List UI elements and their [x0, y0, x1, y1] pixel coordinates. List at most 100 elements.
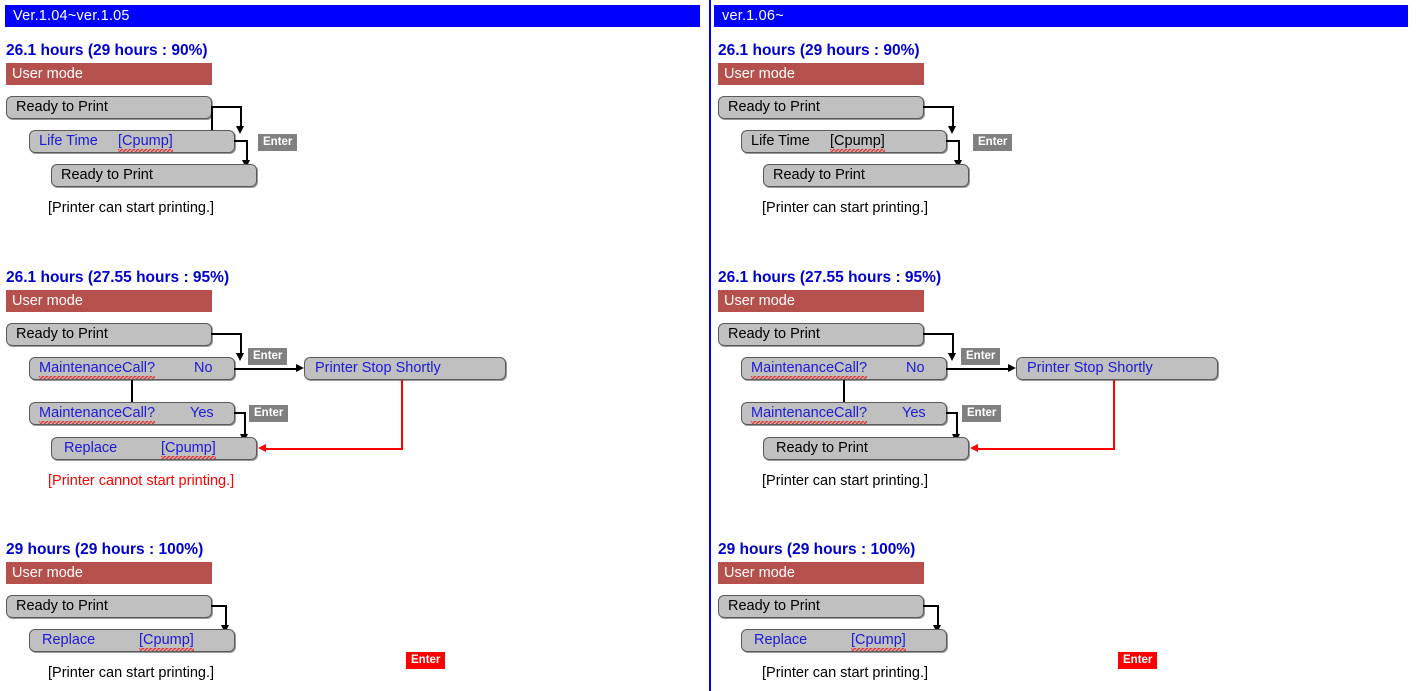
lcd-box-maintenance-call-yes[interactable]: MaintenanceCall? Yes [741, 402, 947, 426]
lcd-box-ready-to-print[interactable]: Ready to Print [6, 96, 212, 119]
lcd-box-life-time[interactable]: Life Time [Cpump] [741, 130, 947, 154]
lcd-label: Ready to Print [773, 167, 865, 183]
panel-version-1-06-onward: ver.1.06~ 26.1 hours (29 hours : 90%) Us… [709, 0, 1418, 691]
lcd-box-ready-to-print[interactable]: Ready to Print [718, 96, 924, 119]
connector-h [211, 106, 241, 108]
lcd-box-printer-stop-shortly[interactable]: Printer Stop Shortly [1016, 357, 1218, 380]
connector-v [952, 106, 954, 128]
connector-v [240, 106, 242, 128]
lcd-box-ready-to-print[interactable]: Ready to Print [718, 595, 924, 618]
connector-v [244, 412, 246, 436]
hours-label: 29 hours (29 hours : 100%) [6, 541, 204, 558]
lcd-box-replace-cpump[interactable]: Replace [Cpump] [741, 629, 947, 653]
arrow-down-icon [948, 353, 956, 361]
lcd-box-ready-to-print[interactable]: Ready to Print [763, 164, 969, 187]
lcd-box-life-time[interactable]: Life Time [Cpump] [29, 130, 235, 154]
connector-v [225, 605, 227, 627]
hours-label: 26.1 hours (27.55 hours : 95%) [6, 269, 230, 286]
arrow-right-icon [296, 364, 304, 372]
lcd-label: Replace [754, 632, 808, 648]
hours-label: 26.1 hours (29 hours : 90%) [6, 42, 208, 59]
lcd-box-ready-to-print[interactable]: Ready to Print [6, 323, 212, 346]
enter-badge: Enter [248, 348, 288, 365]
lcd-label: Ready to Print [61, 167, 153, 183]
lcd-box-replace-cpump[interactable]: Replace [Cpump] [51, 437, 257, 461]
enter-badge-red: Enter [406, 652, 446, 669]
lcd-box-maintenance-call-no[interactable]: MaintenanceCall? No [741, 357, 947, 381]
connector-h [946, 140, 960, 142]
lcd-label: Ready to Print [16, 99, 108, 115]
connector-h [211, 605, 227, 607]
scenario-caption: [Printer can start printing.] [762, 665, 929, 681]
lcd-label: Replace [42, 632, 96, 648]
lcd-label: Life Time [39, 133, 98, 149]
red-connector-v [1113, 380, 1115, 449]
lcd-box-ready-to-print[interactable]: Ready to Print [718, 323, 924, 346]
lcd-box-maintenance-call-yes[interactable]: MaintenanceCall? Yes [29, 402, 235, 426]
connector-v [240, 333, 242, 355]
red-connector-v [401, 380, 403, 449]
lcd-value: [Cpump] [139, 630, 194, 653]
lcd-box-ready-to-print[interactable]: Ready to Print [51, 164, 257, 187]
connector-h [234, 140, 248, 142]
connector-h [234, 368, 298, 370]
enter-badge: Enter [962, 405, 1002, 422]
lcd-label: Replace [64, 440, 118, 456]
lcd-label: Ready to Print [728, 326, 820, 342]
lcd-box-ready-to-print[interactable]: Ready to Print [763, 437, 969, 460]
arrow-down-icon [236, 126, 244, 134]
red-connector-h [266, 448, 403, 450]
hours-label: 26.1 hours (29 hours : 90%) [718, 42, 920, 59]
lcd-label: MaintenanceCall? [751, 358, 868, 381]
lcd-label: MaintenanceCall? [39, 403, 156, 426]
enter-badge: Enter [961, 348, 1001, 365]
scenario-caption: [Printer can start printing.] [48, 200, 215, 216]
lcd-label: Ready to Print [776, 440, 868, 456]
lcd-value: [Cpump] [830, 131, 885, 154]
lcd-value: [Cpump] [161, 438, 216, 461]
user-mode-bar: User mode [718, 63, 924, 85]
user-mode-bar: User mode [718, 290, 924, 312]
scenario-caption: [Printer can start printing.] [762, 200, 929, 216]
connector-v [246, 140, 248, 162]
version-bar-right: ver.1.06~ [714, 5, 1408, 27]
hours-label: 26.1 hours (27.55 hours : 95%) [718, 269, 942, 286]
arrow-left-red-icon [970, 444, 978, 452]
connector-h [923, 605, 939, 607]
lcd-box-maintenance-call-no[interactable]: MaintenanceCall? No [29, 357, 235, 381]
lcd-label: MaintenanceCall? [751, 403, 868, 426]
user-mode-bar: User mode [6, 63, 212, 85]
user-mode-bar: User mode [6, 562, 212, 584]
scenario-caption: [Printer can start printing.] [48, 665, 215, 681]
connector-v [958, 140, 960, 162]
arrow-down-icon [236, 353, 244, 361]
connector-h [234, 412, 246, 414]
user-mode-bar: User mode [718, 562, 924, 584]
lcd-label: Printer Stop Shortly [315, 360, 441, 376]
lcd-value: [Cpump] [851, 630, 906, 653]
connector-v [952, 333, 954, 355]
lcd-box-printer-stop-shortly[interactable]: Printer Stop Shortly [304, 357, 506, 380]
connector-h [211, 333, 241, 335]
scenario-caption: [Printer can start printing.] [762, 473, 929, 489]
connector-v [956, 412, 958, 436]
connector-v [131, 380, 133, 406]
red-connector-h [978, 448, 1115, 450]
connector-v [843, 380, 845, 406]
lcd-label: MaintenanceCall? [39, 358, 156, 381]
lcd-value: Yes [902, 405, 926, 421]
lcd-label: Ready to Print [16, 598, 108, 614]
enter-badge-red: Enter [1118, 652, 1158, 669]
enter-badge: Enter [973, 134, 1013, 151]
lcd-label: Life Time [751, 133, 810, 149]
lcd-label: Ready to Print [728, 99, 820, 115]
user-mode-bar: User mode [6, 290, 212, 312]
lcd-box-ready-to-print[interactable]: Ready to Print [6, 595, 212, 618]
lcd-value: Yes [190, 405, 214, 421]
lcd-label: Ready to Print [16, 326, 108, 342]
enter-badge: Enter [249, 405, 289, 422]
lcd-box-replace-cpump[interactable]: Replace [Cpump] [29, 629, 235, 653]
column-divider [709, 0, 711, 691]
connector-h [946, 412, 958, 414]
connector-h [923, 106, 953, 108]
